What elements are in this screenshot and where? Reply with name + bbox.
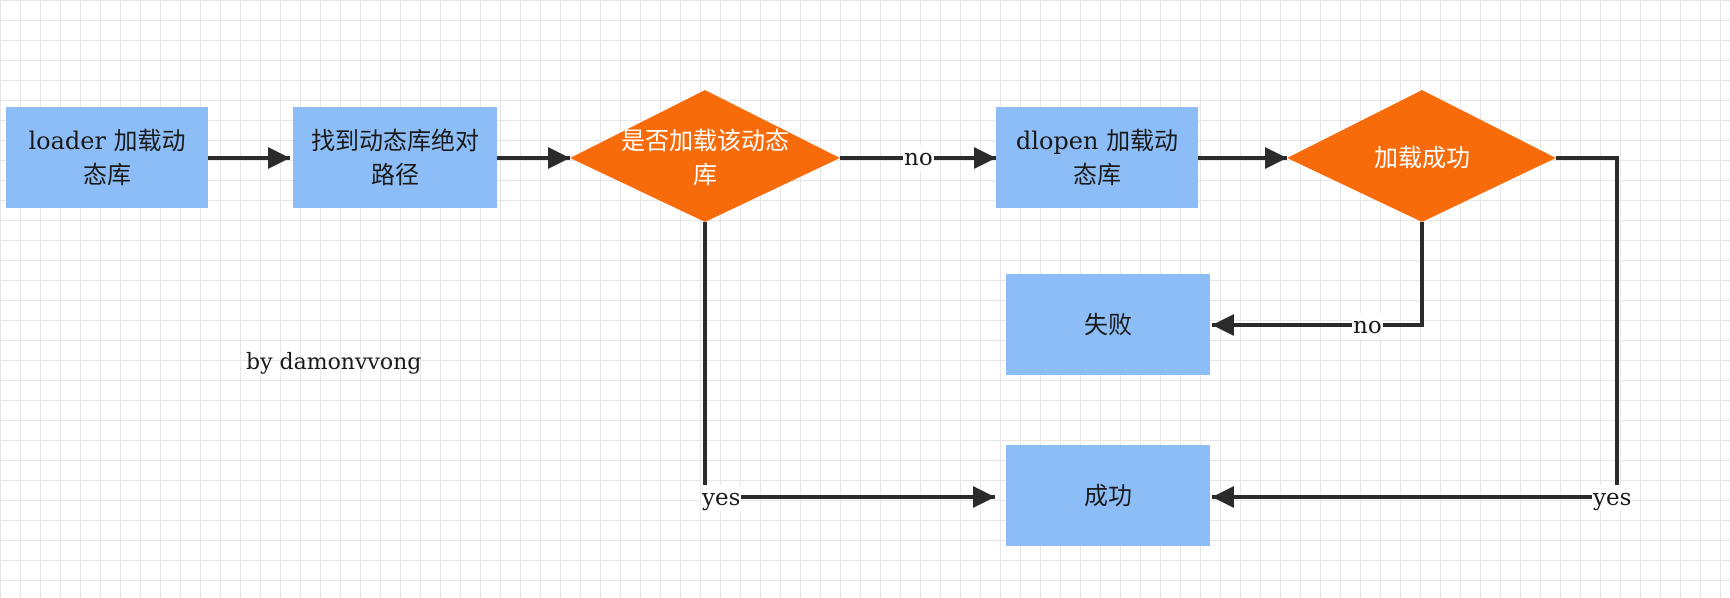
edge-label-is-loaded-no: no [903,145,934,171]
process-loader-load-label: loader 加载动态库 [28,126,186,189]
process-dlopen-load: dlopen 加载动态库 [996,107,1198,208]
process-fail-label: 失败 [1084,310,1132,339]
process-find-path: 找到动态库绝对路径 [293,107,497,208]
decision-diamond-is-loaded [570,90,840,222]
edge-label-is-loaded-yes: yes [701,485,742,511]
process-dlopen-load-label: dlopen 加载动态库 [1015,126,1179,189]
process-success: 成功 [1006,445,1210,546]
process-loader-load: loader 加载动态库 [6,107,208,208]
decision-load-success-label: 加载成功 [1374,144,1470,172]
process-success-label: 成功 [1084,481,1132,510]
arrow-load-success-yes-to-success [1212,156,1619,508]
arrow-is-loaded-yes-to-success [703,222,995,508]
decision-diamond-load-success [1287,90,1556,222]
author-credit: by damonvvong [246,350,422,375]
process-fail: 失败 [1006,274,1210,375]
edge-label-load-success-yes: yes [1592,485,1633,511]
edge-label-load-success-no: no [1352,313,1383,339]
decision-is-loaded-label: 是否加载该动态库 [621,127,789,189]
arrow-load-success-no-to-fail [1212,222,1424,336]
process-find-path-label: 找到动态库绝对路径 [311,126,479,189]
